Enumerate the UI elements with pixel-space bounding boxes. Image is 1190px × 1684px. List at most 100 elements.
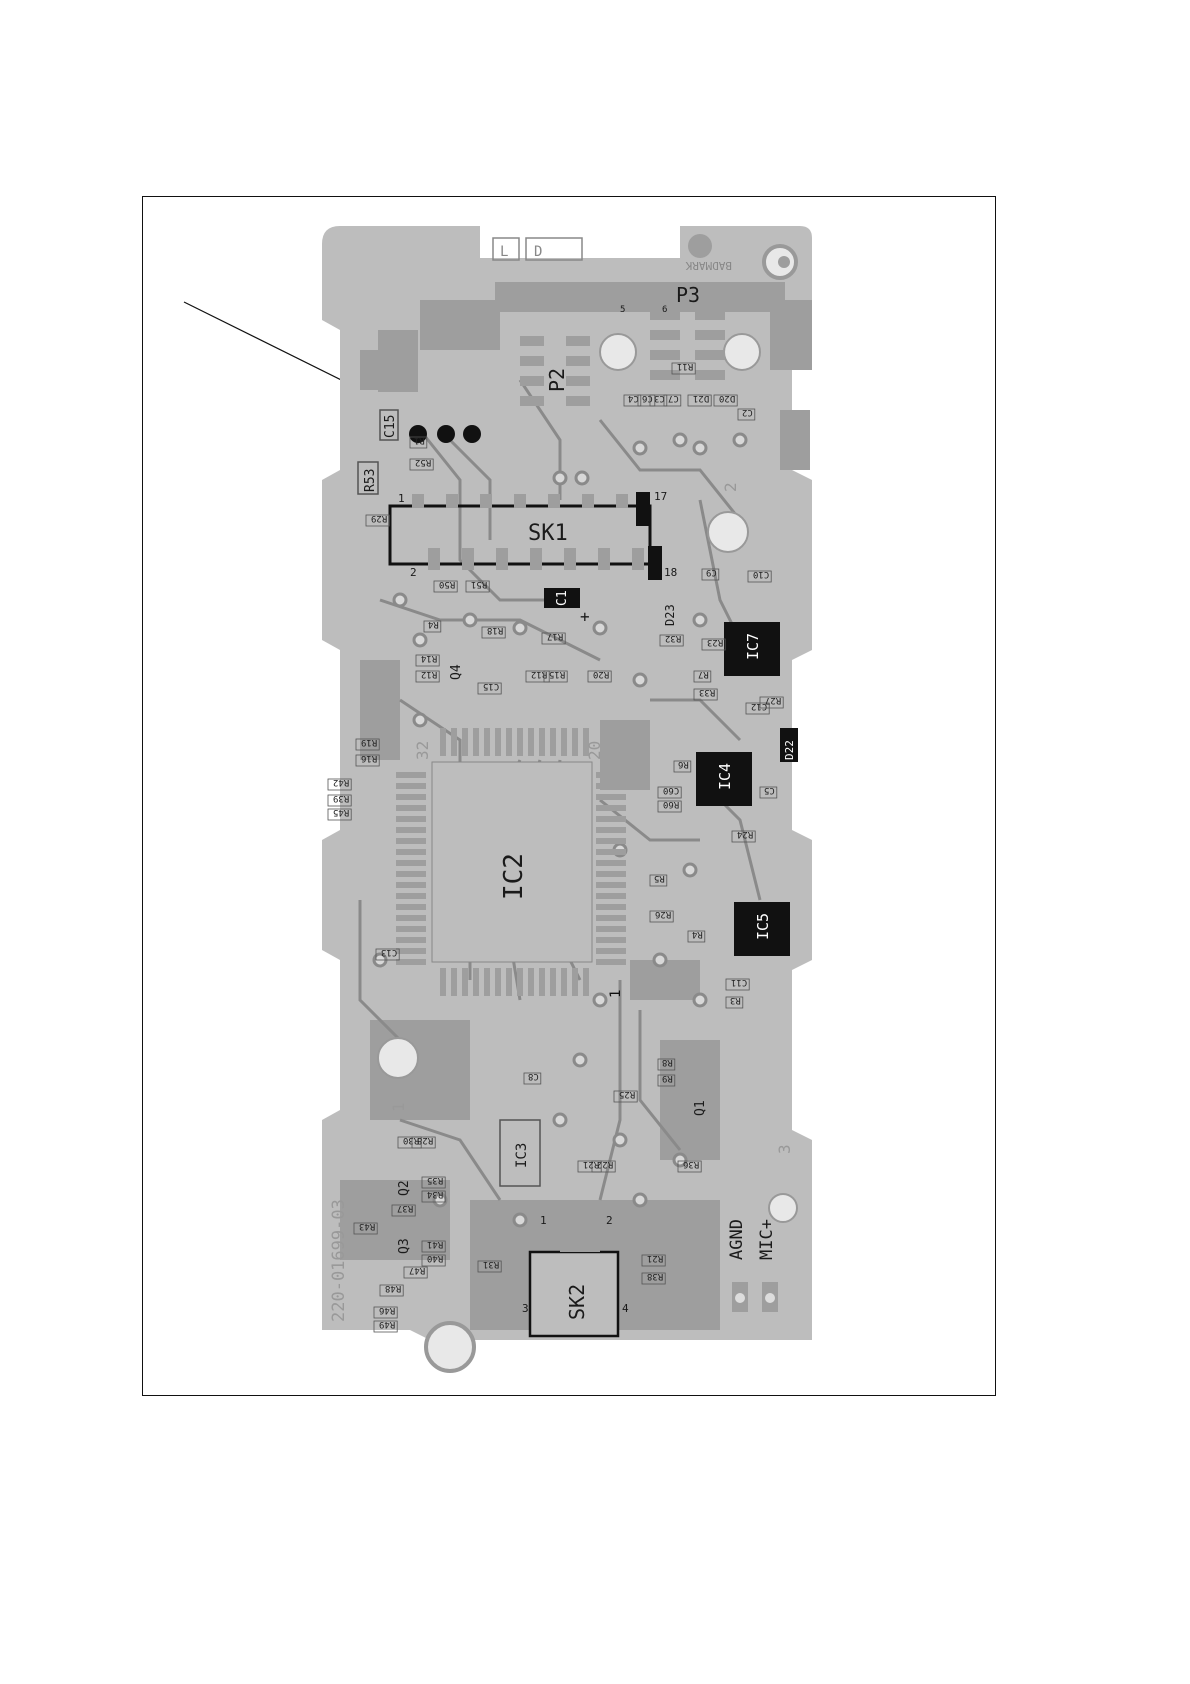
ic-pin	[596, 948, 626, 954]
d-marker-box	[525, 237, 583, 261]
component-label: R12	[531, 669, 547, 679]
component-outline	[403, 1266, 428, 1279]
ic-pin	[596, 893, 626, 899]
component-outline	[391, 1204, 416, 1217]
component-label: R60	[663, 799, 679, 809]
component-outline	[373, 1320, 398, 1333]
ic-pin	[596, 882, 626, 888]
ic-pin	[596, 904, 626, 910]
component-label: R40	[427, 1253, 443, 1263]
component-label: C12	[751, 701, 767, 711]
ic-pin	[596, 805, 626, 811]
ic-pin	[396, 805, 426, 811]
component-outline	[481, 626, 506, 639]
svg-text:1: 1	[398, 492, 405, 505]
component-label: R4	[428, 619, 439, 629]
component-outline	[623, 394, 642, 407]
component-outline	[541, 632, 566, 645]
component-outline	[693, 688, 718, 701]
ic-pin	[596, 783, 626, 789]
component-label: R19	[361, 737, 377, 747]
ic-pin	[517, 728, 523, 756]
p2-label: P2	[545, 368, 569, 392]
component-outline	[327, 778, 352, 791]
svg-text:1: 1	[608, 990, 624, 998]
component-label: C4	[628, 393, 639, 403]
component-label: C5	[764, 785, 775, 795]
component-label: R24	[737, 829, 753, 839]
ic-pin	[440, 728, 446, 756]
component-label: R18	[487, 625, 503, 635]
svg-text:5: 5	[620, 305, 625, 315]
component-label: R14	[421, 653, 437, 663]
ic-pin	[396, 893, 426, 899]
ic-pin	[462, 968, 468, 996]
component-label: C15	[483, 681, 499, 691]
badmark-label: BADMARK	[685, 259, 732, 272]
component-outline	[355, 738, 380, 751]
ic-pin	[583, 728, 589, 756]
component-label: D20	[719, 393, 735, 403]
component-label: R52	[415, 457, 431, 467]
component-label: R46	[379, 1305, 395, 1315]
component-outline	[737, 408, 756, 421]
component-outline	[745, 702, 770, 715]
svg-text:C1: C1	[555, 590, 570, 606]
p2-header: P2	[520, 336, 590, 406]
component-label: C60	[663, 785, 679, 795]
ic-pin	[451, 968, 457, 996]
component-outline	[693, 670, 712, 683]
ic-pin	[596, 794, 626, 800]
ic-pin	[396, 838, 426, 844]
q2-label: Q2	[397, 1180, 412, 1196]
component-label: R32	[665, 633, 681, 643]
d22-diode	[780, 728, 798, 762]
ic-pin	[596, 959, 626, 965]
component-outline	[731, 830, 756, 843]
svg-text:1: 1	[540, 1214, 547, 1227]
component-outline	[415, 654, 440, 667]
component-outline	[477, 1260, 502, 1273]
component-outline	[327, 808, 352, 821]
ic-pin	[484, 968, 490, 996]
component-label: C8	[528, 1071, 539, 1081]
ic-pin	[396, 948, 426, 954]
component-label: R33	[699, 687, 715, 697]
component-label: R6	[678, 759, 689, 769]
component-outline	[411, 1136, 436, 1149]
component-outline	[409, 436, 428, 449]
p3-header: P3 6 5	[620, 283, 725, 380]
svg-text:IC5: IC5	[754, 913, 772, 940]
component-label: R12	[421, 669, 437, 679]
component-outline	[477, 682, 502, 695]
component-label: R31	[483, 1259, 499, 1269]
ic-pin	[396, 827, 426, 833]
ic-pin	[596, 772, 626, 778]
svg-text:+: +	[580, 607, 590, 626]
svg-text:2: 2	[721, 482, 740, 492]
component-label: R50	[439, 579, 455, 589]
ic-pin	[396, 849, 426, 855]
component-outline	[649, 394, 668, 407]
ic-pin	[396, 772, 426, 778]
ic-pin	[396, 915, 426, 921]
ic-pin	[396, 794, 426, 800]
mounting-hole	[377, 1037, 419, 1079]
part-number: 220-01699-03	[329, 1199, 349, 1322]
ic-pin	[596, 860, 626, 866]
p3-label: P3	[676, 283, 700, 307]
component-outline	[421, 1190, 446, 1203]
component-outline	[641, 1272, 666, 1285]
ic-pin	[596, 937, 626, 943]
ic-pin	[396, 783, 426, 789]
ic-pin	[396, 904, 426, 910]
component-outline	[759, 786, 778, 799]
ic-pin	[539, 728, 545, 756]
component-label: R39	[333, 793, 349, 803]
ic-pin	[596, 816, 626, 822]
q3-label: Q3	[397, 1238, 412, 1254]
component-label: R4	[692, 929, 703, 939]
component-outline	[657, 1058, 676, 1071]
component-outline	[365, 514, 390, 527]
component-label: R38	[647, 1271, 663, 1281]
